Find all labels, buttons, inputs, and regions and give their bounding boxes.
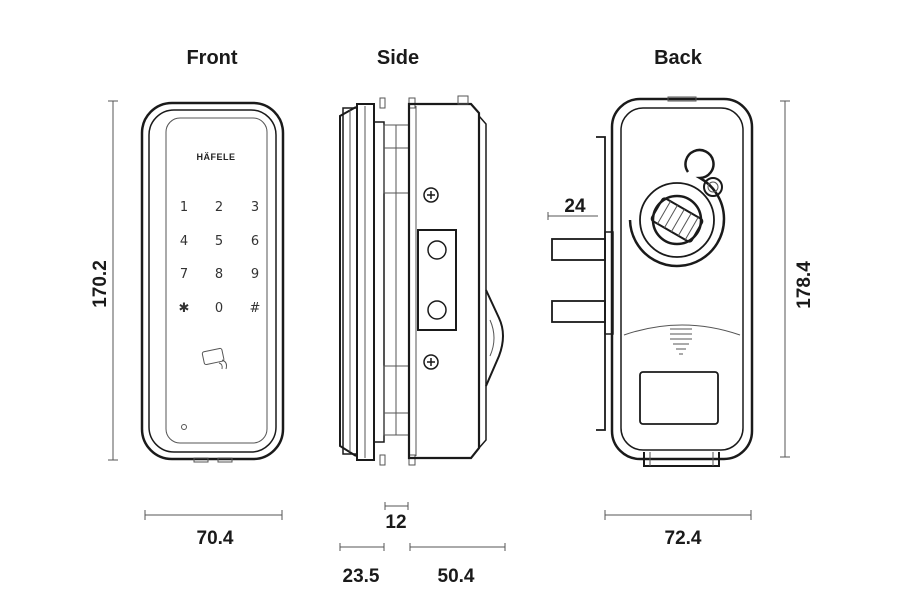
vent-icon [670, 328, 692, 355]
keypad-key: 9 [251, 267, 259, 282]
keypad-key: 1 [180, 200, 188, 215]
back-outer-body [610, 97, 754, 461]
front-width-dimension: 70.4 [144, 510, 283, 549]
keypad-key: 6 [251, 234, 259, 249]
back-width-dimension: 72.4 [604, 510, 752, 549]
back-height-label: 178.4 [794, 261, 815, 309]
keypad-key: 2 [215, 200, 223, 215]
battery-cover [639, 371, 719, 425]
front-height-label: 170.2 [90, 260, 111, 308]
back-offset-label: 24 [564, 196, 586, 217]
keypad-key: 8 [215, 267, 223, 282]
front-bottom-tab-right [217, 457, 233, 463]
card-reader-icon [201, 347, 227, 370]
keypad-key: 3 [251, 200, 259, 215]
side-view-title: Side [377, 47, 419, 69]
keypad-key: 4 [180, 234, 188, 249]
side-gap-label: 12 [385, 512, 406, 533]
keypad-key: ✱ [179, 301, 190, 316]
side-gap-dimension: 12 [384, 502, 409, 533]
keypad-key: 0 [215, 301, 223, 316]
keypad-key: 5 [215, 234, 223, 249]
front-glass-panel [165, 117, 268, 444]
back-view [551, 96, 754, 467]
side-back-depth-dimension: 50.4 [409, 543, 506, 587]
back-view-title: Back [654, 47, 703, 69]
side-view [339, 95, 504, 466]
keypad-key: # [250, 301, 261, 316]
front-view-title: Front [186, 47, 237, 69]
lower-bolt [551, 300, 606, 323]
back-width-label: 72.4 [665, 528, 702, 549]
keypad-key: 7 [180, 267, 188, 282]
upper-bolt [551, 238, 606, 261]
back-offset-dimension: 24 [547, 196, 598, 220]
back-height-dimension: 178.4 [780, 100, 815, 458]
front-view: HÄFELE 1 2 3 4 5 6 7 8 9 ✱ 0 # [140, 101, 285, 463]
front-width-label: 70.4 [197, 528, 234, 549]
keypad: 1 2 3 4 5 6 7 8 9 ✱ 0 # [179, 200, 261, 316]
side-front-depth-label: 23.5 [343, 566, 380, 587]
side-back-depth-label: 50.4 [438, 566, 475, 587]
thumb-turn [628, 148, 726, 268]
front-height-dimension: 170.2 [90, 100, 118, 461]
side-front-depth-dimension: 23.5 [339, 543, 385, 587]
status-led [181, 424, 187, 430]
front-bottom-tab-left [193, 457, 209, 463]
front-inner-rim [148, 109, 277, 453]
front-outer-body [140, 101, 285, 461]
brand-logo: HÄFELE [197, 152, 236, 162]
